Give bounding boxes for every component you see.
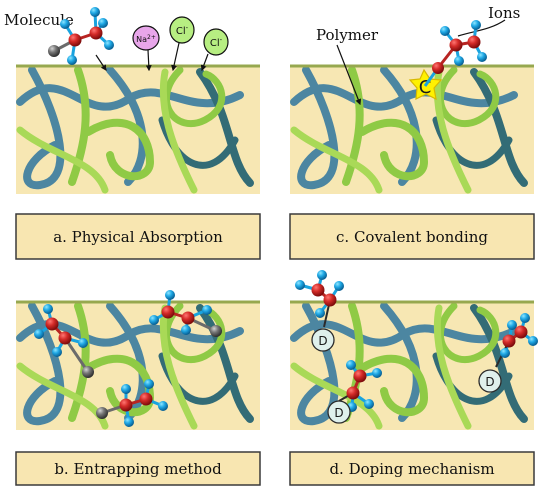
svg-text:Cl-: Cl- <box>210 36 223 49</box>
ions-pointer-line <box>457 19 506 37</box>
arrows <box>95 19 506 106</box>
arrow-cl-2 <box>200 53 209 72</box>
caption-c: c. Covalent bonding <box>336 228 488 246</box>
caption-box-d <box>289 451 535 486</box>
doping-marker-3: D <box>485 375 494 389</box>
ions-label: Ions <box>488 4 520 22</box>
polymer-network-d <box>290 302 528 430</box>
doping-marker-2: D <box>334 406 343 420</box>
arrow-molecule <box>95 54 107 71</box>
molecule-covalent <box>423 20 487 87</box>
caption-d: d. Doping mechanism <box>329 460 494 478</box>
ion-na-label: Na <box>136 35 147 44</box>
molecule-entrapped-3 <box>96 379 168 427</box>
arrow-na <box>145 49 152 72</box>
ion-cl-1-charge: - <box>186 24 189 32</box>
caption-b: b. Entrapping method <box>54 460 222 478</box>
svg-text:Cl-: Cl- <box>176 24 189 37</box>
doping-marker-1: D <box>318 334 327 348</box>
molecule-dopant-1: D <box>295 270 344 352</box>
panel-a: a. Physical Absorption <box>15 64 261 260</box>
molecule-entrapped-2 <box>149 290 222 337</box>
ion-cl-2: Cl- <box>203 28 229 56</box>
polymer-network-b <box>16 302 254 430</box>
caption-box-b <box>15 451 261 486</box>
ion-cl-2-label: Cl <box>210 38 220 49</box>
caption-box-a <box>15 213 261 260</box>
ion-cl-1-label: Cl <box>176 26 186 37</box>
molecule-entrapped-1 <box>34 304 94 378</box>
polymer-network-a <box>16 66 254 194</box>
molecule-dopant-3: D <box>478 313 538 393</box>
ion-na-charge: 2+ <box>147 34 156 41</box>
molecule-dopant-2: D <box>327 360 382 424</box>
polymer-arrow <box>336 44 362 106</box>
ion-cl-1: Cl- <box>169 16 195 44</box>
polymer-label: Polymer <box>316 26 379 44</box>
panel-c: c. Covalent bonding <box>289 64 535 260</box>
molecule-top-left <box>48 7 114 65</box>
ion-na: Na2+ <box>132 25 160 51</box>
molecule-label: Molecule <box>4 11 74 29</box>
svg-text:Na2+: Na2+ <box>136 34 156 44</box>
ion-cl-2-charge: - <box>220 36 223 44</box>
panel-b: b. Entrapping method <box>15 300 261 486</box>
arrow-cl-1 <box>171 42 180 72</box>
caption-box-c <box>289 213 535 260</box>
caption-a: a. Physical Absorption <box>53 228 223 246</box>
